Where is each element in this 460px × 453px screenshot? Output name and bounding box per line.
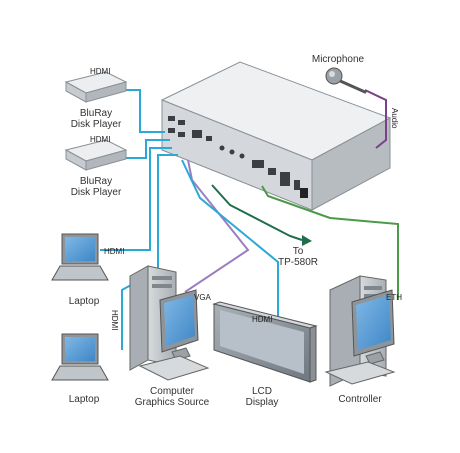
hdmi-label-lcd: HDMI (252, 315, 273, 324)
hdmi-lcd-cable (181, 159, 279, 318)
vga-label: VGA (194, 293, 211, 302)
laptop-2-icon (51, 333, 109, 381)
lcd-label-line2: Display (245, 397, 279, 408)
hdmi-cable-bluray1 (126, 89, 165, 133)
bluray1-label-line1: BluRay (79, 108, 113, 119)
hdmi-cable-laptop1 (100, 147, 172, 251)
hdmi-label-laptop2: HDMI (110, 310, 119, 331)
computer-label-line1: Computer (150, 386, 194, 397)
eth-cable (261, 185, 399, 300)
hdmi-label-bluray2: HDMI (90, 135, 111, 144)
lcd-label-line1: LCD (251, 386, 273, 397)
bluray-player-1-icon (64, 71, 128, 103)
computer-label-line2: Graphics Source (134, 397, 210, 408)
audio-label: Audio (390, 108, 399, 129)
hdmi-label-bluray1: HDMI (90, 67, 111, 76)
audio-cable (364, 89, 387, 149)
hdmi-cable-bluray2 (126, 139, 170, 159)
laptop1-label: Laptop (68, 296, 100, 307)
bluray2-label-line1: BluRay (79, 176, 113, 187)
switcher-unit (160, 61, 392, 211)
laptop2-label: Laptop (68, 394, 100, 405)
eth-label: ETH (386, 293, 402, 302)
controller-label: Controller (338, 394, 382, 405)
tp-label-line1: To (292, 246, 304, 257)
bluray1-label-line2: Disk Player (70, 119, 122, 130)
microphone-icon (325, 67, 367, 94)
tp-cable (211, 184, 303, 241)
tp-arrow (302, 235, 312, 246)
bluray-player-2-icon (64, 139, 128, 171)
laptop-1-icon (51, 233, 109, 281)
lcd-display-icon (212, 301, 318, 383)
bluray2-label: BluRay Disk Player (71, 176, 122, 198)
bluray1-label: BluRay Disk Player (71, 108, 122, 130)
lcd-label: LCD Display (246, 386, 279, 408)
tp-label: To TP-580R (278, 246, 318, 268)
controller-icon (324, 275, 396, 387)
tp-label-line2: TP-580R (277, 257, 319, 268)
microphone-label: Microphone (311, 54, 365, 65)
bluray2-label-line2: Disk Player (70, 187, 122, 198)
computer-label: Computer Graphics Source (135, 386, 209, 408)
hdmi-label-laptop1: HDMI (104, 247, 125, 256)
computer-icon (129, 265, 210, 381)
